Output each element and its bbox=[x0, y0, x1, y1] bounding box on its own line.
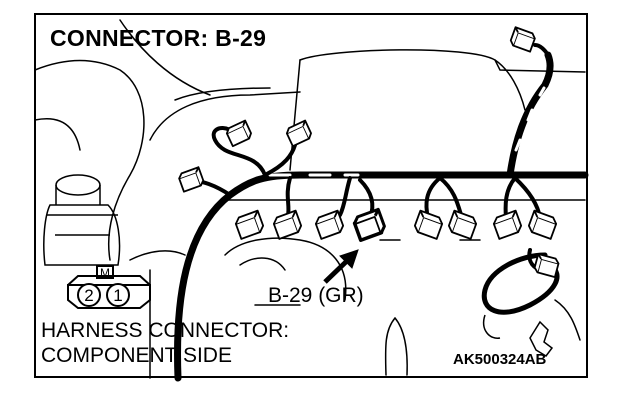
harness-connector bbox=[447, 209, 478, 240]
connector-callout-label: B-29 (GR) bbox=[268, 284, 364, 307]
connector-row bbox=[178, 26, 560, 278]
harness-connector bbox=[272, 209, 303, 240]
connector-b29 bbox=[352, 207, 386, 242]
caption-line-1: HARNESS CONNECTOR: bbox=[41, 319, 290, 342]
diagram-title: CONNECTOR: B-29 bbox=[50, 25, 267, 51]
connector-face-symbol bbox=[67, 265, 151, 309]
harness-connector bbox=[413, 209, 444, 240]
harness-connector bbox=[178, 166, 205, 193]
terminal-marker: M bbox=[100, 266, 110, 280]
diagram-frame bbox=[34, 13, 588, 378]
pointer-arrow bbox=[323, 249, 359, 284]
terminal-2-label: 2 bbox=[84, 286, 94, 305]
harness-connector bbox=[533, 253, 560, 278]
harness-connector bbox=[285, 119, 312, 148]
harness-connector bbox=[314, 209, 345, 240]
harness-connector bbox=[492, 209, 523, 240]
reservoir-tank bbox=[43, 174, 121, 266]
terminal-1-label: 1 bbox=[113, 286, 123, 305]
harness-connector bbox=[527, 209, 558, 240]
wiring-harness bbox=[174, 43, 589, 382]
harness-clip bbox=[483, 314, 554, 357]
harness-connector bbox=[234, 209, 265, 240]
caption-line-2: COMPONENT SIDE bbox=[41, 344, 232, 367]
harness-connector bbox=[225, 119, 252, 148]
harness-connector bbox=[509, 26, 536, 53]
figure-code: AK500324AB bbox=[453, 351, 547, 368]
